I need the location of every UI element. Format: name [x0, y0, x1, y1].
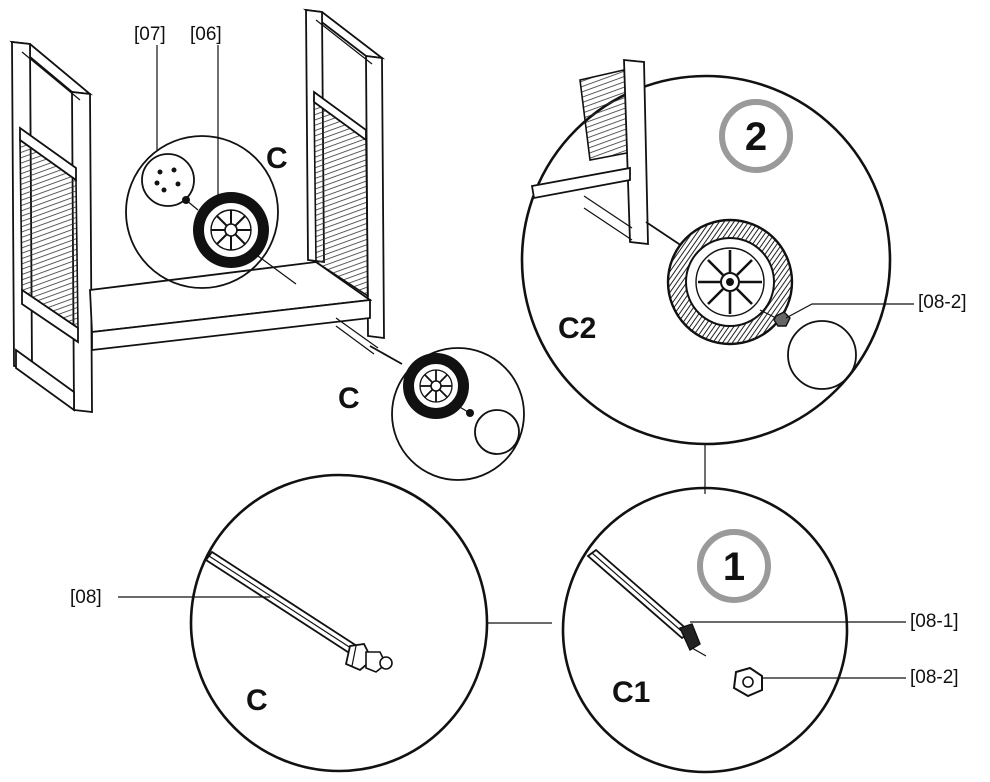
part-label-07: [07]	[134, 24, 166, 45]
part-label-08-2-top: [08-2]	[918, 292, 967, 313]
left-side-frame	[9, 40, 93, 414]
hub-cap-icon	[474, 409, 520, 455]
nut-icon	[773, 311, 791, 327]
hub-cap-icon	[787, 320, 857, 390]
nut-icon	[466, 409, 474, 417]
detail-circle-c1: 1 C1	[561, 486, 849, 774]
view-label-c-top: C	[266, 142, 288, 175]
detail-circle-right: C	[338, 347, 525, 481]
step-badge-2: 2	[719, 99, 793, 173]
leader-08-2-top	[785, 303, 914, 319]
detail-circle-c2: 2 C2	[520, 59, 892, 446]
right-side-frame	[302, 8, 386, 340]
part-label-08-1: [08-1]	[910, 611, 959, 632]
wheel-icon	[193, 192, 269, 268]
detail-circle-top: C	[125, 135, 297, 289]
part-label-08: [08]	[70, 587, 102, 608]
axle-stub	[369, 345, 403, 365]
part-label-08-2-bottom: [08-2]	[910, 667, 959, 688]
part-label-06: [06]	[190, 24, 222, 45]
nut-icon	[732, 666, 763, 698]
view-label-c1: C1	[612, 676, 650, 709]
wheel-icon	[403, 353, 469, 419]
frame-fragment	[530, 59, 649, 246]
step-number-1: 1	[723, 545, 745, 589]
axle-rod-icon	[586, 548, 707, 657]
step-number-2: 2	[745, 115, 767, 159]
wheel-icon	[666, 218, 794, 346]
step-badge-1: 1	[697, 529, 771, 603]
axle-rod-icon	[204, 550, 393, 673]
view-label-c: C	[246, 684, 268, 717]
view-label-c-right: C	[338, 382, 360, 415]
hub-cap-icon	[141, 153, 195, 207]
rack-frame	[9, 8, 403, 414]
bottom-shelf	[89, 261, 379, 355]
view-label-c2: C2	[558, 312, 596, 345]
detail-circle-c: C	[189, 473, 489, 773]
